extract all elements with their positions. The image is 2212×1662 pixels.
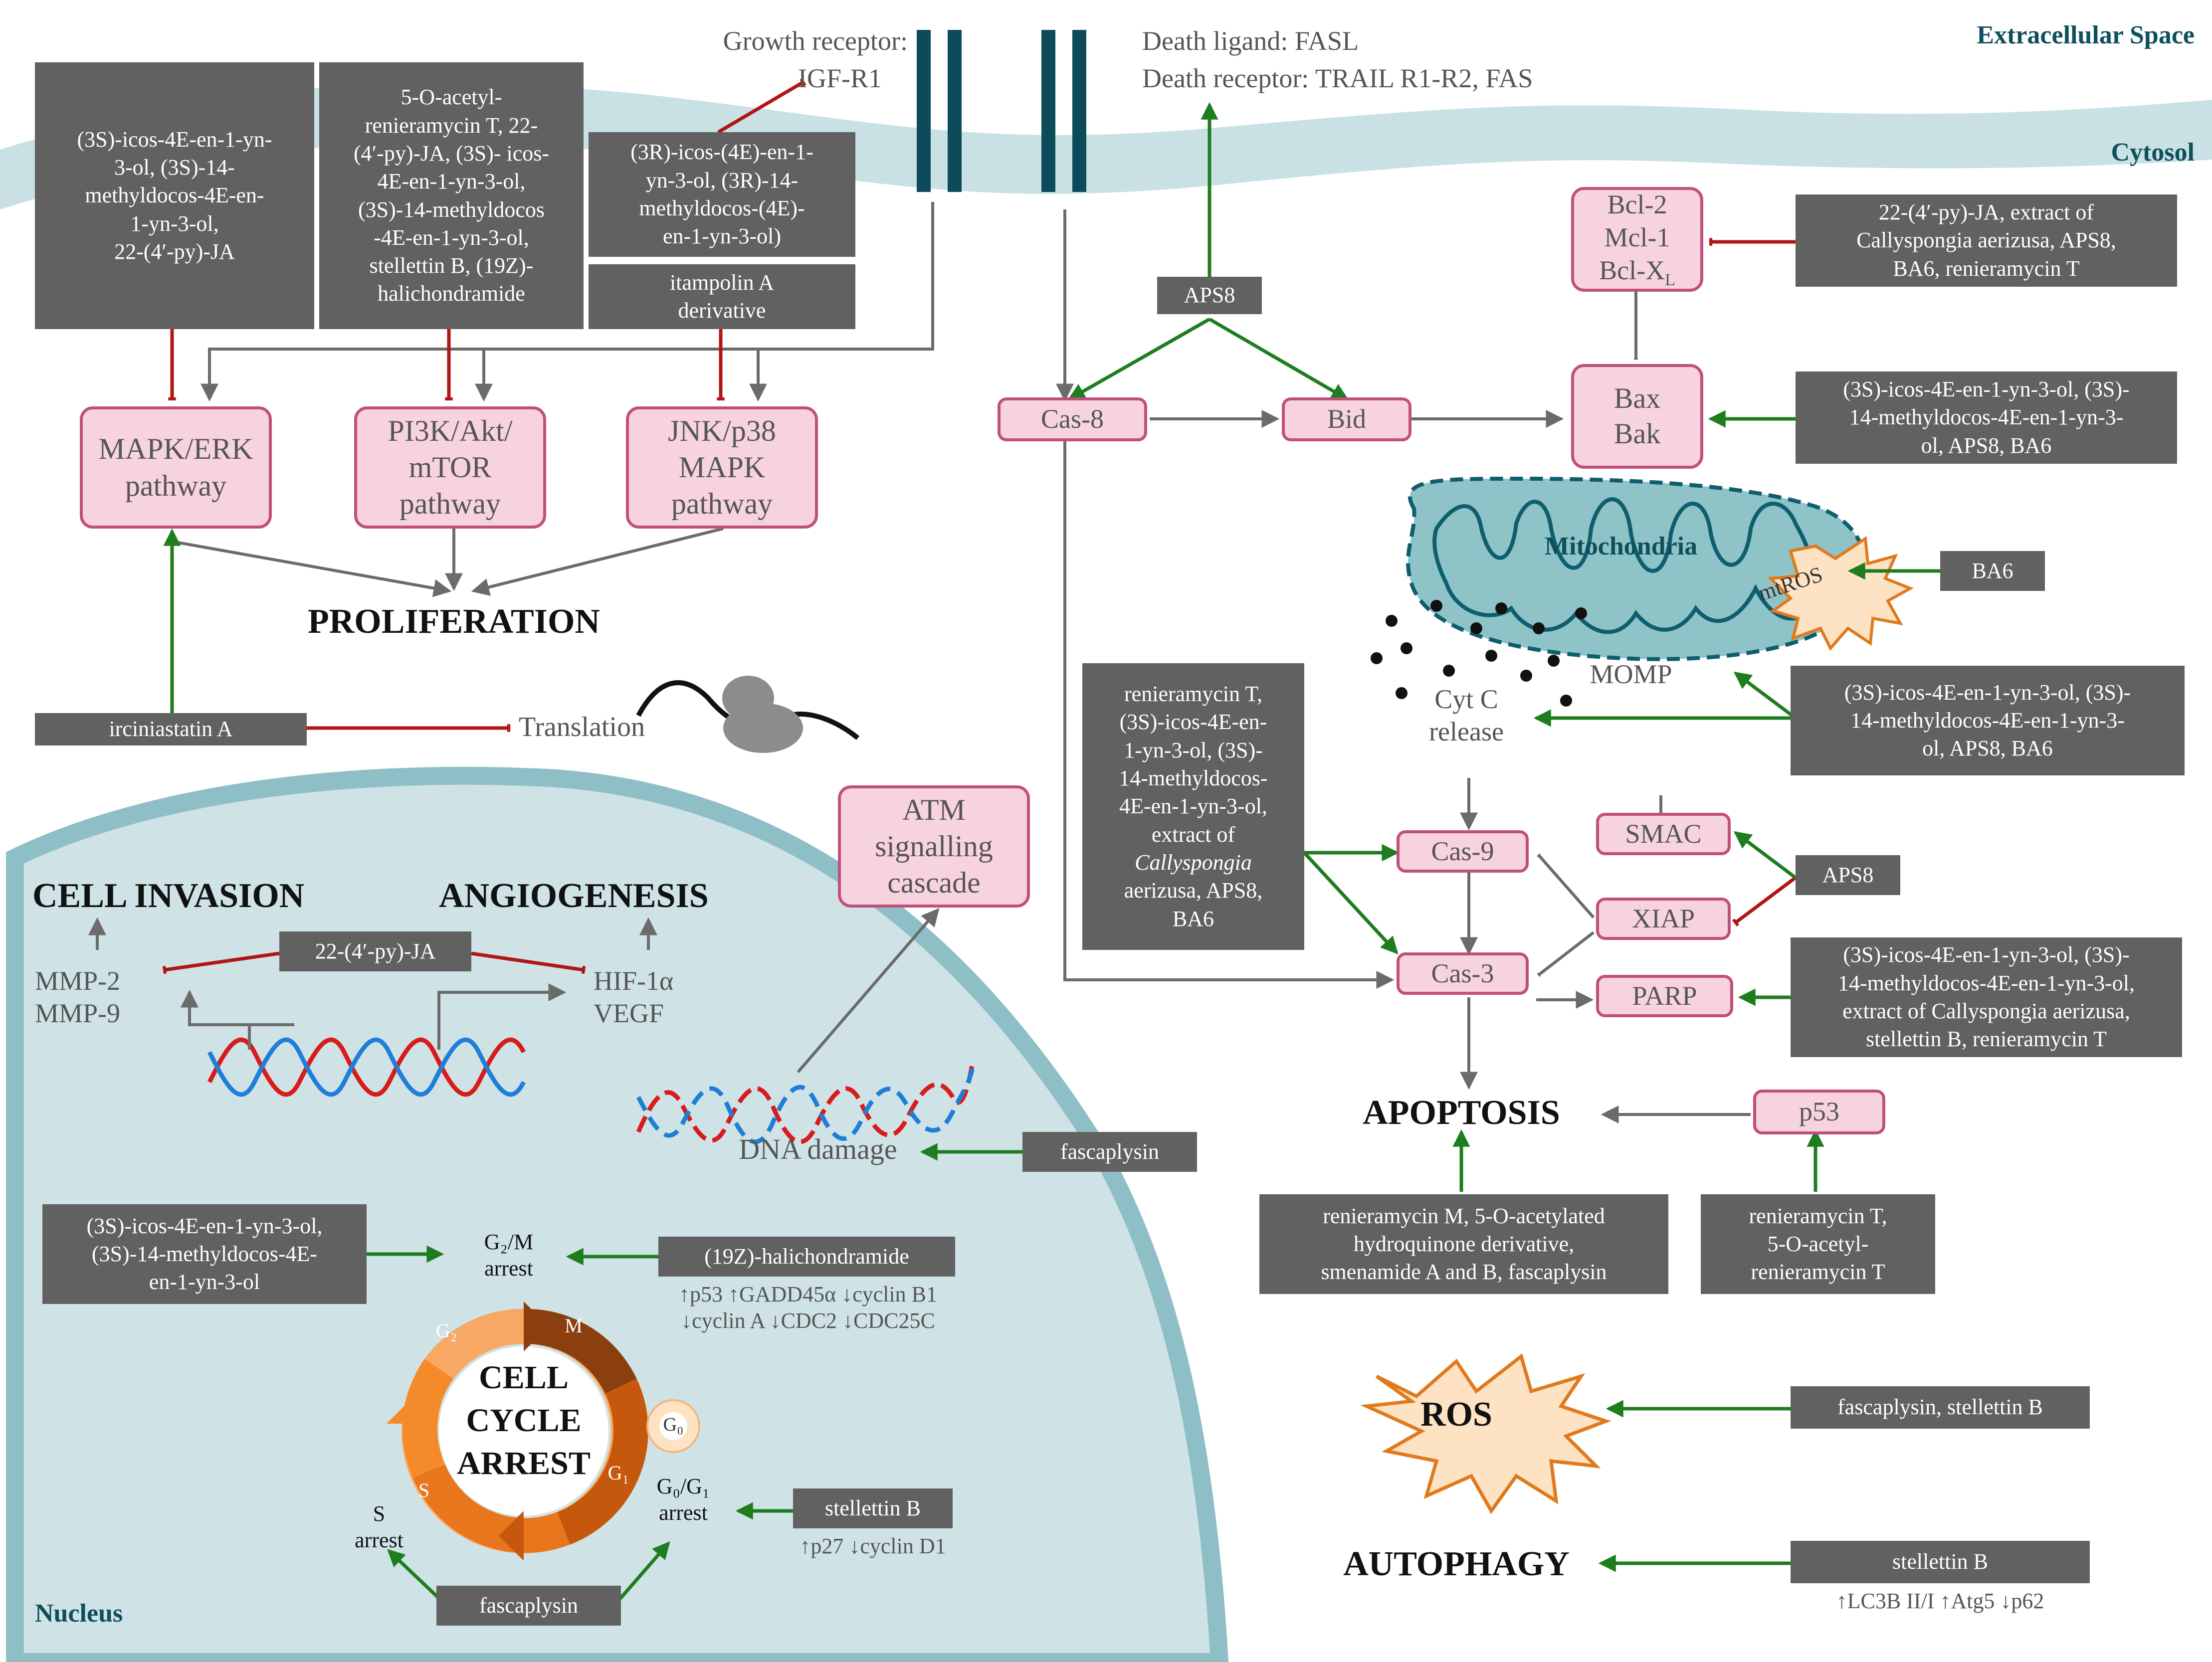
aps8-box-smac: APS8: [1796, 855, 1900, 895]
halichondramide-box: (19Z)-halichondramide: [658, 1237, 955, 1277]
compound-box-jnk: (3R)-icos-(4E)-en-1-yn-3-ol, (3R)-14- me…: [589, 132, 855, 257]
smac-node: SMAC: [1596, 813, 1731, 855]
fascaplysin-cc-box: fascaplysin: [436, 1586, 621, 1626]
parp-node: PARP: [1596, 975, 1733, 1017]
xiap-node: XIAP: [1596, 898, 1731, 940]
cyt-c-dots: [1371, 600, 1587, 707]
phase-m-label: M: [565, 1314, 583, 1337]
ros-activator-box: fascaplysin, stellettin B: [1791, 1386, 2090, 1429]
stellettin-markers: ↑p27 ↓cyclin D1: [800, 1534, 946, 1558]
mitochondria-label: Mitochondria: [1544, 532, 1698, 560]
ba6-box: BA6: [1940, 551, 2045, 591]
phase-g2-label: G₂: [435, 1319, 457, 1342]
extracellular-label: Extracellular Space: [1977, 21, 2195, 49]
translation-label: Translation: [519, 712, 645, 742]
ros-burst: [1360, 1353, 1611, 1514]
apoptosis-label: APOPTOSIS: [1363, 1094, 1560, 1132]
compound-box-pi3k: 5-O-acetyl-renieramycin T, 22- (4′-py)-J…: [319, 62, 584, 329]
aps8-box-top: APS8: [1157, 277, 1262, 314]
stellettin-g0-box: stellettin B: [793, 1488, 953, 1528]
parp-activator-box: (3S)-icos-4E-en-1-yn-3-ol, (3S)-14-methy…: [1791, 937, 2182, 1057]
autophagy-activator-box: stellettin B: [1791, 1541, 2090, 1583]
death-receptor-label: Death receptor: TRAIL R1-R2, FAS: [1142, 63, 1533, 93]
angiogenesis-label: ANGIOGENESIS: [439, 877, 709, 915]
fascaplysin-dna-box: fascaplysin: [1022, 1132, 1197, 1172]
cytosol-label: Cytosol: [2111, 138, 2195, 167]
g2m-activator-box: (3S)-icos-4E-en-1-yn-3-ol,(3S)-14-methyl…: [42, 1204, 367, 1304]
bid-node: Bid: [1282, 397, 1411, 441]
death-ligand-label: Death ligand: FASL: [1142, 26, 1359, 56]
cas9-node: Cas-9: [1397, 830, 1529, 873]
bax-activator-box: (3S)-icos-4E-en-1-yn-3-ol, (3S)-14-methy…: [1796, 371, 2177, 464]
autophagy-markers: ↑LC3B II/I ↑Atg5 ↓p62: [1836, 1589, 2044, 1613]
phase-g1-label: G₁: [607, 1462, 629, 1484]
momp-label: MOMP: [1590, 659, 1672, 689]
irciniastatin-box: irciniastatin A: [35, 713, 307, 745]
igf-r1-label: IGF-R1: [798, 63, 882, 93]
phase-g0-label: G₀: [663, 1414, 684, 1435]
cas3-node: Cas-3: [1397, 952, 1529, 995]
halichondramide-markers: ↑p53 ↑GADD45α ↓cyclin B1↓cyclin A ↓CDC2 …: [678, 1282, 937, 1333]
mtros-burst: [1767, 536, 1914, 651]
phase-s-label: S: [418, 1479, 430, 1501]
cell-invasion-label: CELL INVASION: [32, 877, 305, 915]
nucleus-label: Nucleus: [35, 1599, 123, 1628]
dna-damage-label: DNA damage: [739, 1133, 897, 1165]
cas8-node: Cas-8: [998, 397, 1147, 441]
py-ja-box: 22-(4′-py)-JA: [279, 931, 471, 971]
p53-activator-box: renieramycin T,5-O-acetyl-renieramycin T: [1701, 1194, 1935, 1294]
p53-node: p53: [1753, 1090, 1885, 1134]
ros-label: ROS: [1420, 1395, 1492, 1434]
caspase-activator-box: renieramycin T,(3S)-icos-4E-en- 1-yn-3-o…: [1082, 663, 1304, 950]
autophagy-label: AUTOPHAGY: [1343, 1545, 1570, 1583]
proliferation-label: PROLIFERATION: [308, 602, 600, 641]
momp-activator-box: (3S)-icos-4E-en-1-yn-3-ol, (3S)-14-methy…: [1791, 666, 2185, 775]
growth-receptor-label: Growth receptor:: [723, 26, 908, 56]
compound-box-mapk: (3S)-icos-4E-en-1-yn-3-ol, (3S)-14- meth…: [35, 62, 314, 329]
